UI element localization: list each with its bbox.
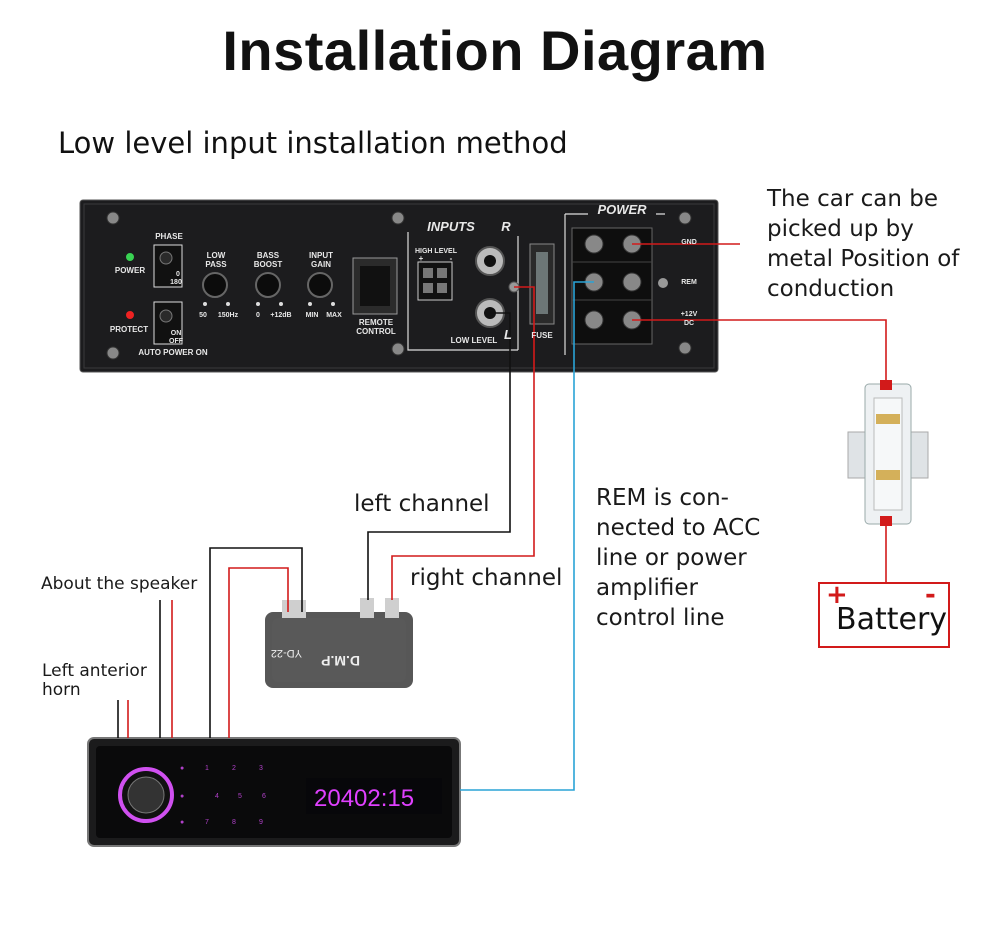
- ground-note: The car can be picked up by metal Positi…: [767, 186, 960, 302]
- hl-plus-label: +: [418, 254, 424, 263]
- ig-max-label: MAX: [326, 312, 342, 319]
- bb-max-label: +12dB: [270, 312, 292, 319]
- power-block-label: POWER: [597, 202, 647, 217]
- svg-text:5: 5: [238, 793, 242, 800]
- svg-text:●: ●: [180, 819, 184, 826]
- bb-min-label: 0: [256, 312, 260, 319]
- inputs-label: INPUTS: [427, 219, 475, 234]
- auto-power-on-label: AUTO POWER ON: [138, 348, 208, 357]
- input-gain-knob: [307, 272, 333, 298]
- car-head-unit: 20402:15 ● 1 2 3 ● 4 5 6 ● 7 8 9: [87, 737, 461, 847]
- phase-0-label: 0: [176, 271, 180, 278]
- power-wire: [632, 319, 887, 384]
- r-label: R: [501, 219, 511, 234]
- protect-led-label: PROTECT: [109, 325, 149, 334]
- rem-label: REM: [681, 279, 697, 286]
- inline-fuse-holder: [847, 380, 929, 526]
- svg-text:4: 4: [215, 793, 219, 800]
- battery-box: [818, 582, 950, 648]
- svg-text:●: ●: [180, 765, 184, 772]
- power-led-label: POWER: [114, 266, 146, 275]
- power-led: [126, 253, 134, 261]
- protect-led: [126, 311, 134, 319]
- phase-180-label: 180: [170, 279, 182, 286]
- battery-minus: -: [925, 580, 936, 610]
- gnd-label: GND: [681, 239, 697, 246]
- phase-label: PHASE: [155, 232, 183, 241]
- svg-text:7: 7: [205, 819, 209, 826]
- page-subtitle: Low level input installation method: [58, 126, 568, 160]
- svg-text:2: 2: [232, 765, 236, 772]
- svg-text:6: 6: [262, 793, 266, 800]
- ig-min-label: MIN: [305, 312, 319, 319]
- low-pass-knob: [202, 272, 228, 298]
- page-title: Installation Diagram: [222, 19, 768, 82]
- svg-text:3: 3: [259, 765, 263, 772]
- high-level-label: HIGH LEVEL: [414, 248, 457, 255]
- right-channel-wire: [391, 286, 535, 600]
- low-level-label: LOW LEVEL: [450, 336, 498, 345]
- clock-text: 20402:15: [314, 785, 414, 812]
- rem-wire: [460, 281, 594, 791]
- left-horn-note: Left anterior horn: [42, 661, 147, 700]
- svg-text:1: 1: [205, 765, 209, 772]
- fuse-label: FUSE: [531, 331, 553, 340]
- hl-minus-label: -: [449, 254, 453, 263]
- svg-text:9: 9: [259, 819, 263, 826]
- high-level-connector: [417, 261, 453, 301]
- l-label: L: [504, 327, 512, 342]
- svg-text:D.M.P: D.M.P: [321, 653, 360, 669]
- on-label: ON: [170, 330, 182, 337]
- left-channel-note: left channel: [354, 491, 490, 517]
- clock-display: [306, 778, 442, 814]
- svg-text:●: ●: [180, 793, 184, 800]
- amplifier-panel: [79, 199, 719, 373]
- off-label: OFF: [169, 338, 183, 345]
- battery-label: Battery: [836, 602, 948, 637]
- rem-note: REM is con- nected to ACC line or power …: [596, 485, 761, 631]
- svg-text:8: 8: [232, 819, 236, 826]
- right-channel-note: right channel: [410, 565, 563, 591]
- about-speaker-note: About the speaker: [41, 574, 198, 594]
- lp-max-label: 150Hz: [217, 312, 239, 319]
- svg-text:YD-22: YD-22: [271, 647, 302, 659]
- left-channel-wire: [367, 312, 511, 600]
- lp-min-label: 50: [199, 312, 207, 319]
- battery-plus: +: [826, 580, 848, 610]
- bass-boost-knob: [255, 272, 281, 298]
